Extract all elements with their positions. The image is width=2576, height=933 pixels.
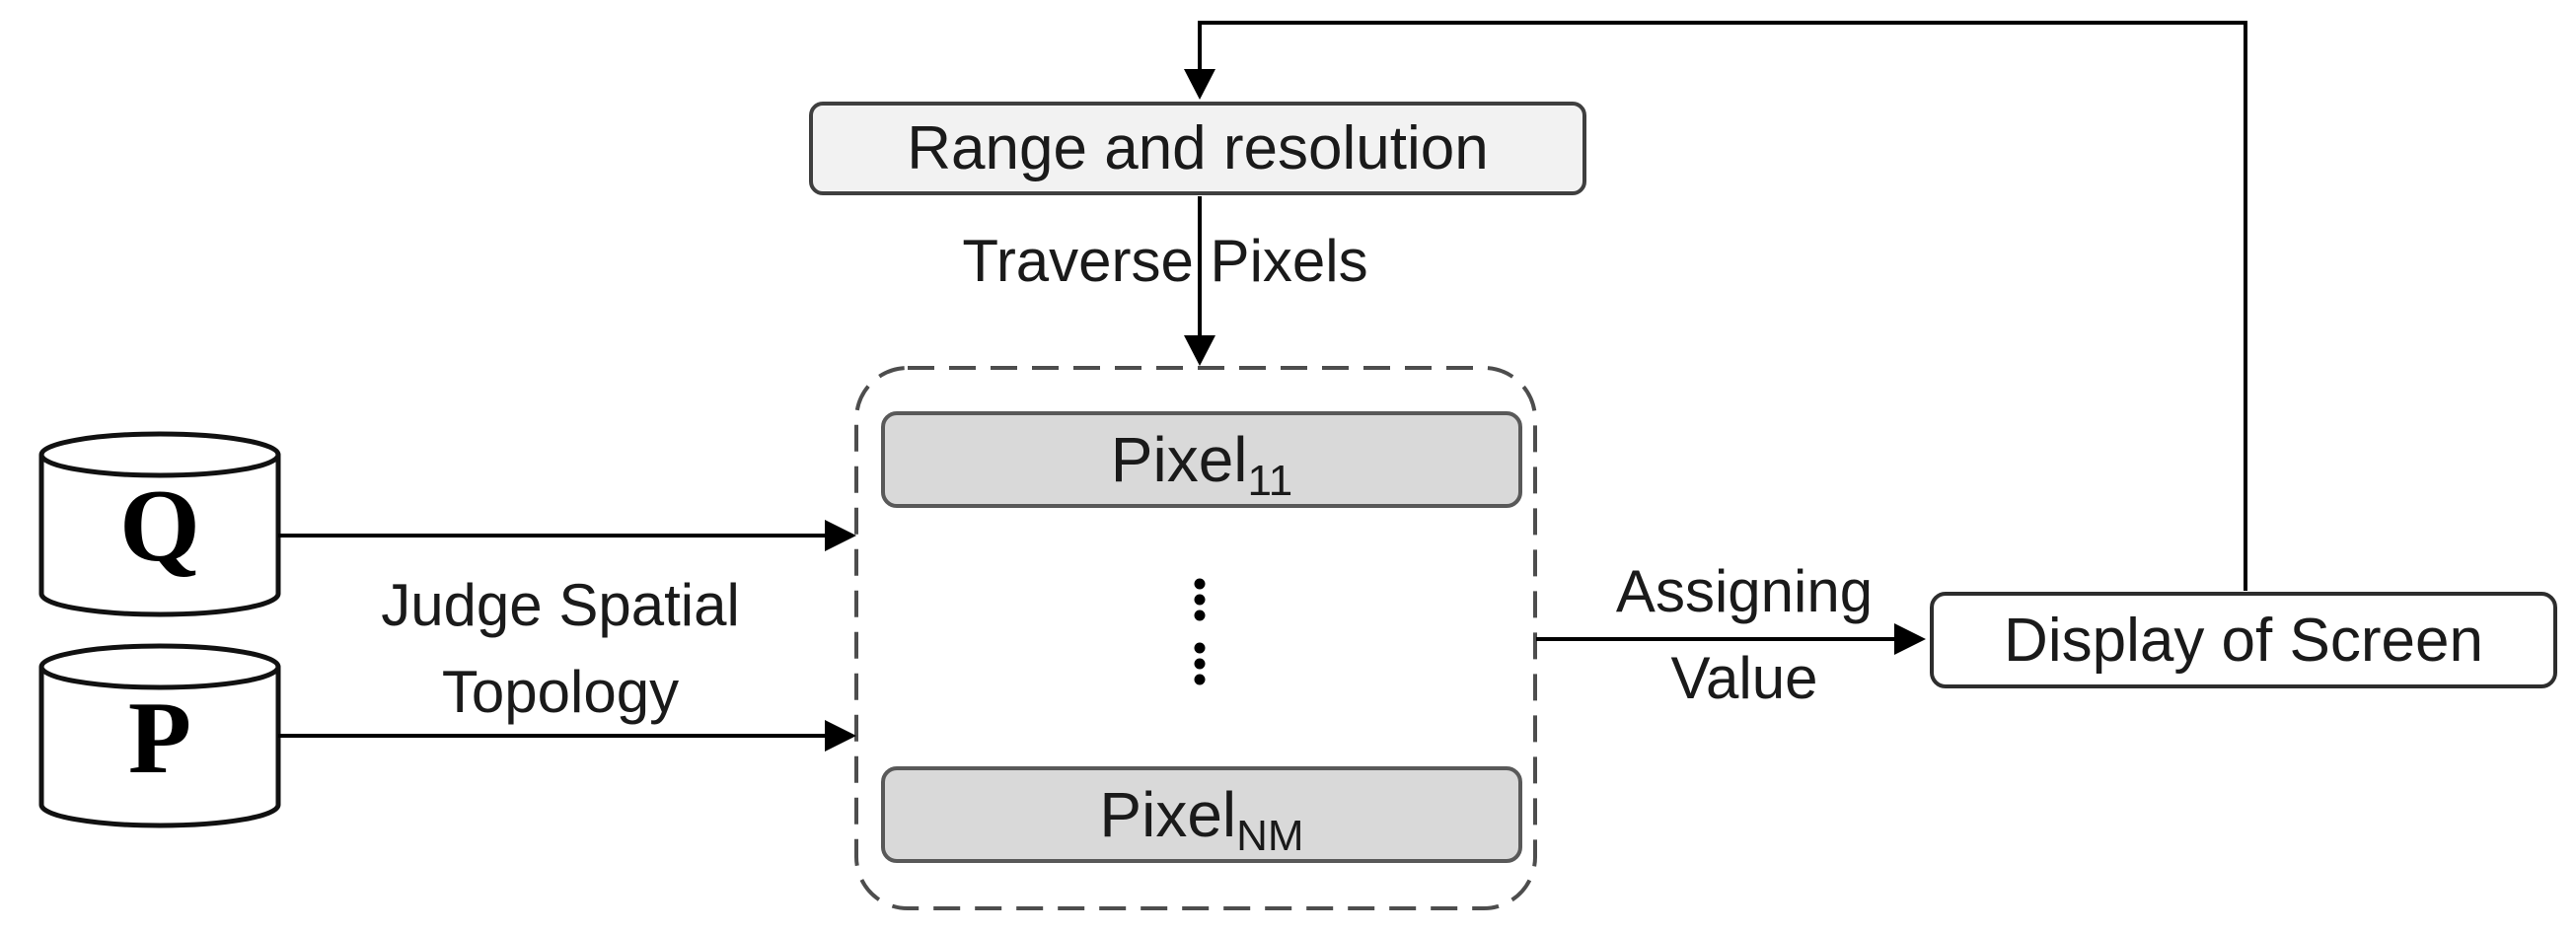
range-resolution-box: Range and resolution — [809, 102, 1586, 195]
traverse-pixels-label: Traverse Pixels — [962, 228, 1368, 294]
display-of-screen-box: Display of Screen — [1930, 592, 2557, 688]
arrowhead-right-icon — [1894, 623, 1926, 655]
range-resolution-label: Range and resolution — [907, 114, 1489, 182]
dataset-q-label: Q — [119, 466, 200, 583]
judge-label-line2: Topology — [441, 659, 680, 725]
assign-label-line2: Value — [1670, 645, 1818, 711]
pixels-to-display-arrow — [1536, 623, 1926, 655]
arrowhead-down-icon — [1184, 335, 1215, 366]
q-to-pixels-arrow — [278, 520, 856, 551]
range-to-pixels-arrow — [1184, 196, 1215, 366]
arrowhead-down-icon — [1184, 69, 1215, 100]
q-cylinder-shape — [38, 431, 281, 617]
pixel-grid-dashed-container — [854, 366, 1537, 910]
p-cylinder-shape — [38, 643, 281, 828]
pixel-11-subscript: 11 — [1247, 457, 1293, 505]
judge-label-line1: Judge Spatial — [381, 572, 740, 638]
assigning-value-label: Assigning Value — [1577, 548, 1912, 722]
dataset-p-label: P — [127, 679, 192, 795]
vertical-ellipsis-dots — [1194, 578, 1206, 685]
pixel-nm-subscript: NM — [1236, 812, 1304, 860]
display-of-screen-label: Display of Screen — [2004, 606, 2483, 675]
pixel-nm-label: Pixel — [1099, 779, 1237, 850]
judge-spatial-topology-label: Judge Spatial Topology — [314, 562, 807, 736]
arrowhead-right-icon — [825, 720, 856, 752]
p-to-pixels-arrow — [278, 720, 856, 752]
display-to-range-feedback-arrow — [1184, 21, 2247, 591]
pixel-11-label: Pixel — [1110, 424, 1248, 495]
assign-label-line1: Assigning — [1615, 558, 1874, 624]
arrowhead-right-icon — [825, 520, 856, 551]
